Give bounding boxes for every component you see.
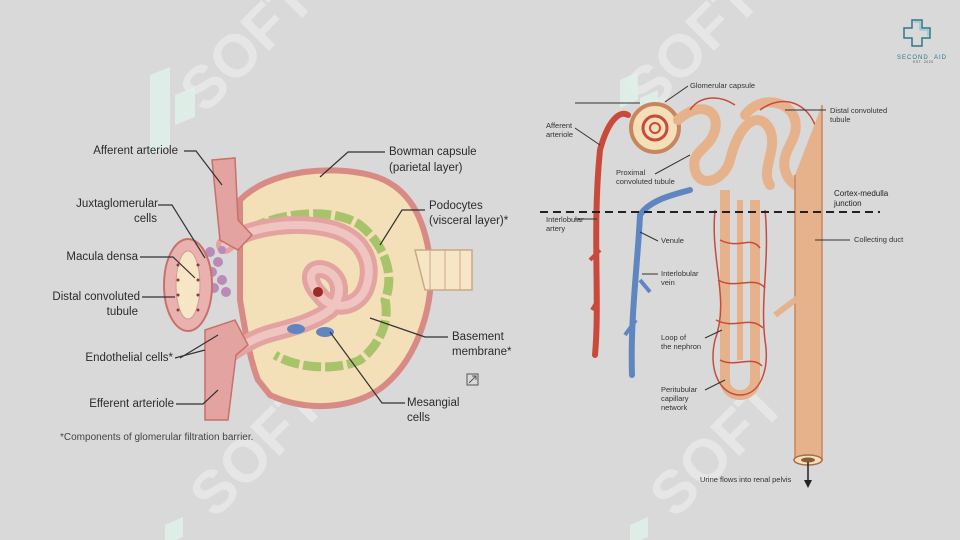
label-glomerular-capsule: Glomerular capsule [690,81,756,90]
label-afferent-2: arteriole [546,130,574,139]
label-urine: Urine flows into renal pelvis [700,475,792,484]
glomerular-capsule [629,102,681,154]
label-afferent-arteriole: Afferent arteriole [93,145,178,157]
label-mesangial-2: cells [407,412,431,424]
label-distal-1: Distal convoluted [52,291,140,303]
label-loop-1: Loop of [661,333,687,342]
label-cortex-1: Cortex-medulla [834,189,889,198]
label-juxtaglomerular-2: cells [133,213,157,225]
mesangial-cell [287,324,305,334]
label-basement-2: membrane* [452,346,512,358]
label-podocytes-1: Podocytes [429,200,483,212]
renal-corpuscle [163,157,479,421]
label-proximal-2: convoluted tubule [616,177,675,186]
label-basement-1: Basement [452,331,504,343]
proximal-tubule [414,249,473,291]
label-peritubular-1: Peritubular [661,385,698,394]
right-leader-lines [574,85,850,391]
label-afferent-1: Afferent [546,121,573,130]
label-macula-densa: Macula densa [66,251,138,263]
label-mesangial-1: Mesangial [407,397,460,409]
label-interlobular-artery-2: artery [546,224,566,233]
label-bowman-1: Bowman capsule [389,146,477,158]
interlobular-artery [592,110,631,358]
label-interlobular-vein-1: Interlobular [661,269,699,278]
afferent-arteriole-vessel [211,157,254,251]
efferent-arteriole-vessel [204,319,249,421]
label-podocytes-2: (visceral layer)* [429,215,509,227]
label-interlobular-artery-1: Interlobular [546,215,584,224]
interlobular-vein [628,187,693,378]
nephron [540,97,880,488]
macula-densa-cells [176,263,200,312]
brand-logo [903,19,931,47]
label-collecting-duct: Collecting duct [854,235,904,244]
label-interlobular-vein-2: vein [661,278,675,287]
podocyte-layer [247,209,394,372]
label-venule: Venule [661,236,684,245]
label-distal-2: tubule [106,306,138,318]
left-leader-lines [140,150,448,405]
label-bowman-2: (parietal layer) [389,162,463,174]
collecting-duct [794,105,823,461]
label-proximal-1: Proximal [616,168,646,177]
brand-name-right: AID [934,55,948,61]
label-juxtaglomerular-1: Juxtaglomerular [76,198,158,210]
label-loop-2: the nephron [661,342,702,351]
mesangial-cell [316,327,334,337]
label-distal-right-1: Distal convoluted [830,106,888,115]
label-cortex-2: junction [834,199,862,208]
label-efferent: Efferent arteriole [89,398,174,410]
proximal-convoluted-tubule [673,104,778,190]
label-distal-right-2: tubule [830,115,851,124]
footnote: *Components of glomerular filtration bar… [60,432,254,443]
label-endothelial: Endothelial cells* [85,352,173,364]
expand-icon [466,373,479,386]
label-peritubular-2: capillary [661,394,689,403]
brand-est: EST. 2020 [913,60,934,64]
brand-name-left: SECOND [897,55,929,61]
label-peritubular-3: network [661,403,688,412]
